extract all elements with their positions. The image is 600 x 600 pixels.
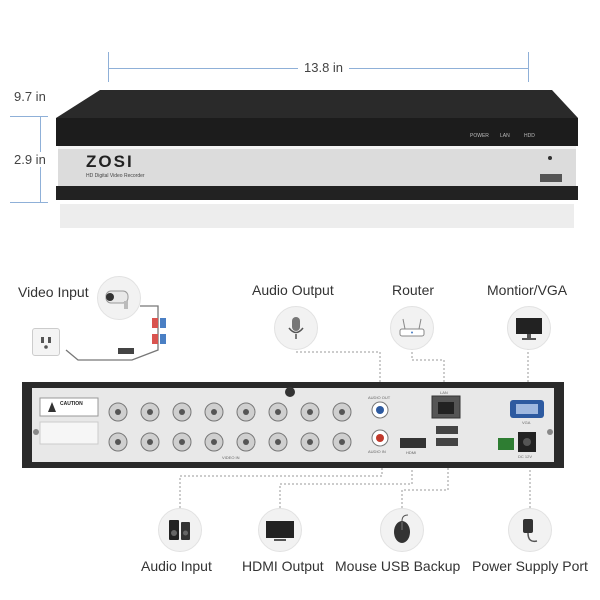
width-tick-right — [528, 52, 529, 82]
led-power-label: POWER — [470, 133, 489, 139]
audio-out-label: AUDIO OUT — [368, 395, 391, 400]
router-icon — [390, 306, 434, 350]
brand-logo: ZOSI — [86, 152, 134, 171]
led-hdd-label: HDD — [524, 133, 535, 139]
mouse-icon — [380, 508, 424, 552]
power-adapter-icon — [508, 508, 552, 552]
rear-panel-illustration — [22, 382, 564, 468]
hdmi-label: HDMI — [406, 450, 417, 455]
label-mouse-usb-backup: Mouse USB Backup — [335, 558, 461, 574]
label-hdmi-output: HDMI Output — [242, 558, 324, 574]
label-audio-output: Audio Output — [252, 282, 334, 298]
dvr-front-view: 13.8 in 9.7 in 2.9 in ZOSI HD Digital Vi… — [0, 0, 600, 240]
microphone-icon — [274, 306, 318, 350]
speaker-icon — [158, 508, 202, 552]
dvr-rear-panel: CAUTION VIDEO IN AUDIO OUT AUDIO IN HDMI… — [22, 382, 564, 468]
tv-icon — [258, 508, 302, 552]
monitor-icon — [507, 306, 551, 350]
dvr-front-illustration — [56, 90, 578, 228]
audio-in-label: AUDIO IN — [368, 449, 386, 454]
label-audio-input: Audio Input — [141, 558, 212, 574]
front-model-text: HD Digital Video Recorder — [86, 173, 145, 179]
label-router: Router — [392, 282, 435, 298]
label-power-supply-port: Power Supply Port — [472, 558, 588, 574]
height-tick-bottom — [10, 202, 48, 203]
power-label: DC 12V — [518, 454, 533, 459]
led-lan-label: LAN — [500, 133, 510, 139]
vga-label: VGA — [522, 420, 531, 425]
width-dimension-label: 13.8 in — [298, 60, 350, 75]
depth-dimension-label: 9.7 in — [14, 89, 46, 104]
label-monitor-vga: Montior/VGA — [487, 282, 568, 298]
label-video-input: Video Input — [18, 284, 89, 300]
wall-outlet-icon — [32, 328, 60, 356]
video-in-label: VIDEO IN — [222, 455, 240, 460]
caution-label: CAUTION — [60, 401, 83, 407]
depth-dimension-line — [10, 116, 48, 117]
lan-label: LAN — [440, 390, 448, 395]
width-tick-left — [108, 52, 109, 82]
height-dimension-label: 2.9 in — [14, 152, 46, 167]
camera-icon — [97, 276, 141, 320]
